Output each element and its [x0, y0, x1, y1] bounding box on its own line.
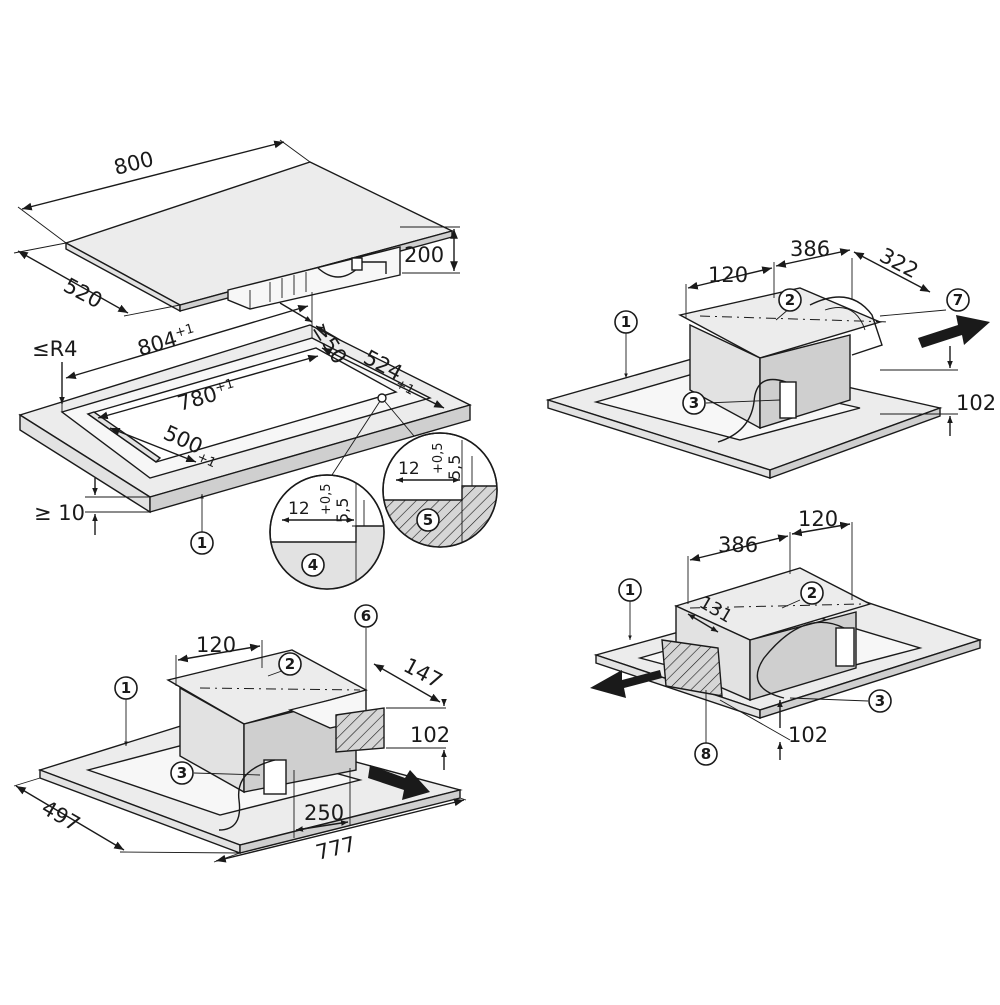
svg-text:6: 6 [361, 607, 371, 625]
callout-5 [416, 508, 440, 532]
dim-b-box-depth: 120 [708, 263, 748, 287]
callout-4 [301, 553, 325, 577]
dim-cooktop-depth: 520 [60, 273, 107, 313]
callout-1-c [618, 578, 642, 602]
svg-text:12: 12 [288, 499, 310, 519]
callout-2-a [278, 652, 302, 676]
install-c-illustration: 386 120 131 102 1 2 3 8 [590, 507, 983, 766]
callout-3-b [682, 391, 706, 415]
dim-cooktop-width: 800 [111, 147, 156, 180]
callout-1-a [114, 676, 138, 700]
dim-a-duct-width: 250 [304, 801, 344, 825]
callout-7 [946, 288, 970, 312]
callout-3-c [868, 689, 892, 713]
install-a-illustration: 120 147 102 250 777 497 1 2 [13, 604, 467, 865]
dim-worktop-thickness: ≥ 10 [34, 501, 85, 525]
dim-a-box-depth: 120 [196, 633, 236, 657]
callout-8 [694, 742, 718, 766]
svg-text:+0,5: +0,5 [319, 483, 334, 515]
dim-a-width: 777 [313, 832, 358, 865]
callout-2-c [800, 581, 824, 605]
svg-text:12: 12 [398, 459, 420, 479]
svg-text:4: 4 [308, 556, 318, 574]
cooktop-illustration: 800 520 200 [13, 139, 460, 317]
detail-4: 12 +0,5 5,5 4 [269, 474, 385, 590]
dim-b-length: 386 [790, 237, 830, 261]
svg-text:1: 1 [625, 581, 635, 599]
svg-text:1: 1 [197, 534, 207, 552]
dim-a-duct-offset: 147 [400, 653, 447, 693]
svg-text:8: 8 [701, 745, 711, 763]
install-b-illustration: 120 386 322 102 1 2 3 7 [545, 237, 996, 480]
svg-text:2: 2 [807, 584, 817, 602]
svg-text:2: 2 [785, 291, 795, 309]
callout-1-b [614, 310, 638, 334]
dim-radius: ≤R4 [32, 337, 78, 361]
dim-cooktop-height: 200 [404, 243, 444, 267]
dim-b-height: 102 [956, 391, 996, 415]
svg-text:5: 5 [423, 511, 433, 529]
svg-text:7: 7 [953, 291, 963, 309]
dim-a-depth: 497 [38, 796, 85, 837]
svg-text:3: 3 [689, 394, 699, 412]
svg-text:3: 3 [875, 692, 885, 710]
svg-text:1: 1 [621, 313, 631, 331]
cutout-illustration: 804+1 ≤R4 ≥50 524+1 780+1 500+1 ≥ 10 1 [18, 292, 472, 555]
callout-3-a [170, 761, 194, 785]
callout-1 [190, 531, 214, 555]
callout-6 [354, 604, 378, 628]
dim-a-height: 102 [410, 723, 450, 747]
callout-2-b [778, 288, 802, 312]
svg-text:5,5: 5,5 [445, 455, 464, 480]
svg-text:3: 3 [177, 764, 187, 782]
dim-c-height: 102 [788, 723, 828, 747]
dim-c-box-depth: 120 [798, 507, 838, 531]
dim-b-duct-offset: 322 [876, 243, 923, 283]
svg-text:5,5: 5,5 [333, 498, 352, 523]
svg-text:+0,5: +0,5 [431, 442, 446, 474]
svg-text:1: 1 [121, 679, 131, 697]
dim-c-length: 386 [718, 533, 758, 557]
svg-text:2: 2 [285, 655, 295, 673]
detail-5: 12 +0,5 5,5 5 [382, 432, 498, 548]
